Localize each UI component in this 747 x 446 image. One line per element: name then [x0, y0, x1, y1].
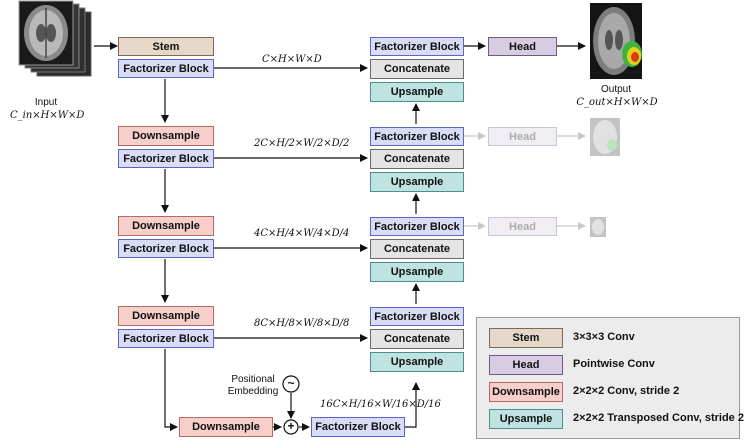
positional-label-line2: Embedding [227, 386, 279, 397]
decoder-concatenate-3: Concatenate [370, 329, 464, 349]
output-label: Output [600, 84, 632, 95]
legend-key-upsample: Upsample [489, 409, 563, 429]
dims-level-3: 8C×H/8×W/8×D/8 [254, 318, 350, 329]
decoder-upsample-0: Upsample [370, 82, 464, 102]
dims-level-0: C×H×W×D [262, 54, 322, 65]
input-dims: C_in×H×W×D [10, 110, 85, 121]
encoder-downsample-3: Downsample [118, 306, 214, 326]
decoder-concatenate-1: Concatenate [370, 149, 464, 169]
faded-head-block-2: Head [488, 217, 557, 236]
legend-key-downsample: Downsample [489, 382, 563, 402]
output-image [590, 3, 642, 79]
encoder-downsample-1: Downsample [118, 126, 214, 146]
decoder-concatenate-2: Concatenate [370, 239, 464, 259]
encoder-factorizer-block-3: Factorizer Block [118, 329, 214, 348]
bottleneck-downsample: Downsample [179, 417, 273, 437]
dims-level-2: 4C×H/4×W/4×D/4 [254, 228, 350, 239]
decoder-upsample-3: Upsample [370, 352, 464, 372]
legend-desc-downsample: 2×2×2 Conv, stride 2 [573, 385, 680, 397]
faded-output-image-2 [590, 217, 606, 237]
encoder-downsample-2: Downsample [118, 216, 214, 236]
arrow-enc-3-bottleneck [164, 349, 178, 431]
dims-level-1: 2C×H/2×W/2×D/2 [254, 138, 350, 149]
decoder-factorizer-block-0: Factorizer Block [370, 37, 464, 56]
arrow-bottleneck-up [405, 382, 420, 428]
decoder-upsample-2: Upsample [370, 262, 464, 282]
legend-key-head: Head [489, 355, 563, 375]
legend-desc-upsample: 2×2×2 Transposed Conv, stride 2 [573, 412, 744, 424]
positional-label-line1: Positional [231, 374, 275, 385]
legend-desc-stem: 3×3×3 Conv [573, 331, 635, 343]
faded-output-image-1 [590, 118, 620, 156]
positional-embedding-node [282, 375, 300, 393]
encoder-factorizer-block-0: Factorizer Block [118, 59, 214, 78]
legend-key-stem: Stem [489, 328, 563, 348]
wave-icon: ~ [287, 376, 295, 390]
legend-panel: Stem 3×3×3 Conv Head Pointwise Conv Down… [476, 317, 744, 439]
input-label: Input [34, 97, 58, 108]
faded-head-block-1: Head [488, 127, 557, 146]
encoder-factorizer-block-2: Factorizer Block [118, 239, 214, 258]
output-dims: C_out×H×W×D [576, 97, 658, 108]
decoder-concatenate-0: Concatenate [370, 59, 464, 79]
head-block: Head [488, 37, 557, 56]
decoder-factorizer-block-3: Factorizer Block [370, 307, 464, 326]
plus-icon: + [287, 419, 295, 433]
encoder-factorizer-block-1: Factorizer Block [118, 149, 214, 168]
legend-desc-head: Pointwise Conv [573, 358, 655, 370]
decoder-factorizer-block-1: Factorizer Block [370, 127, 464, 146]
decoder-factorizer-block-2: Factorizer Block [370, 217, 464, 236]
decoder-upsample-1: Upsample [370, 172, 464, 192]
add-node [283, 419, 299, 435]
input-image-stack [18, 0, 92, 77]
stem-block: Stem [118, 37, 214, 56]
bottleneck-factorizer-block: Factorizer Block [311, 417, 405, 437]
dims-bottleneck: 16C×H/16×W/16×D/16 [320, 399, 441, 410]
